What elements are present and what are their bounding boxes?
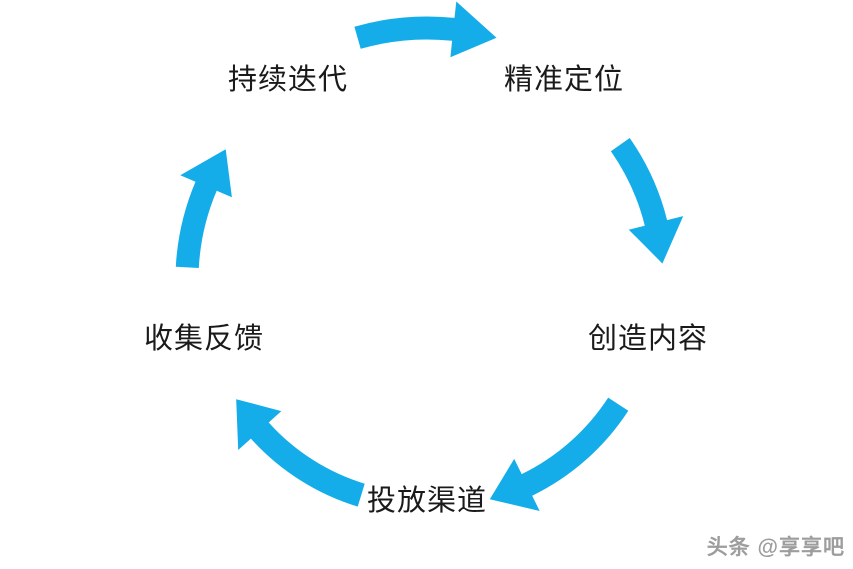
arrow-left — [175, 149, 232, 268]
node-label-collect-feedback: 收集反馈 — [143, 323, 265, 355]
arrow-right — [610, 138, 684, 264]
node-label-distribution-channels: 投放渠道 — [366, 485, 488, 517]
node-label-create-content: 创造内容 — [587, 323, 709, 355]
arrow-top — [354, 1, 497, 58]
watermark: 头条 @享享吧 — [706, 536, 845, 559]
node-label-continuous-iteration: 持续迭代 — [227, 64, 349, 96]
node-label-precise-positioning: 精准定位 — [503, 64, 625, 96]
arrow-bottom-left — [236, 399, 365, 507]
arrow-bottom-right — [489, 397, 629, 511]
